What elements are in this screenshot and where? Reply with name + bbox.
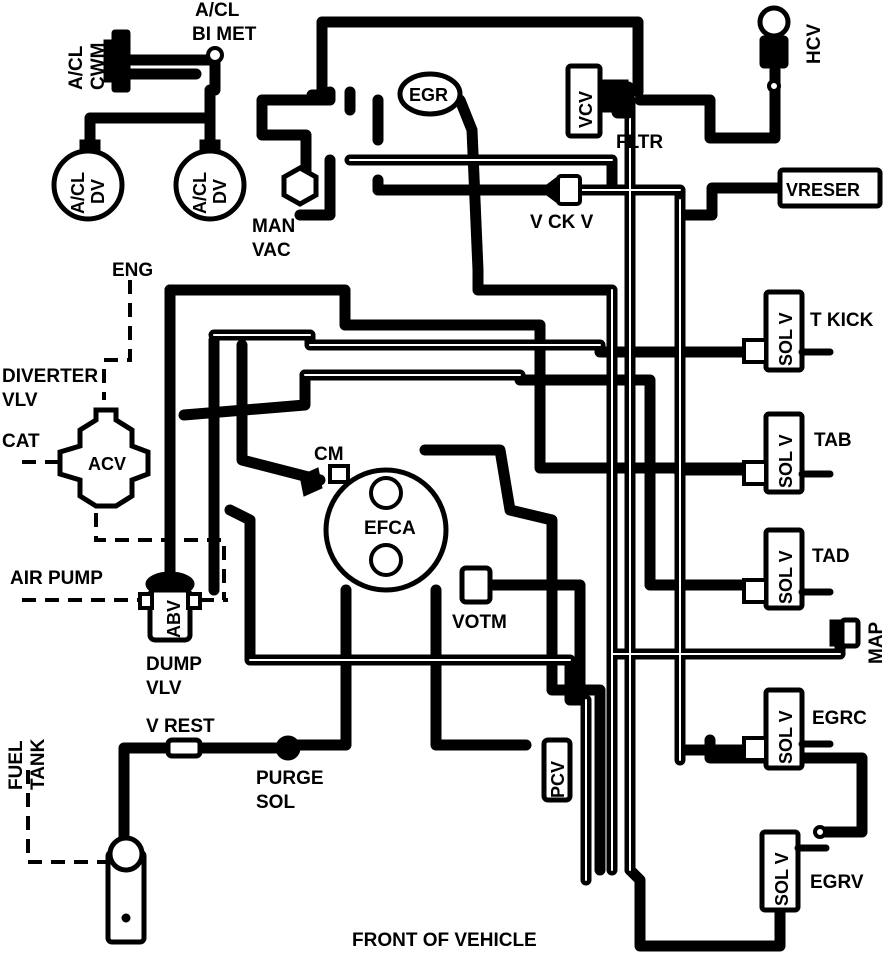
acl-cwm-clamp xyxy=(103,29,131,93)
label-front-of-vehicle: FRONT OF VEHICLE xyxy=(352,930,537,951)
label-fltr: FLTR xyxy=(616,132,663,153)
pcv-valve xyxy=(541,737,573,803)
egr-valve xyxy=(397,71,463,117)
label-pcv: PCV xyxy=(548,761,568,798)
label-acl-bimet-2: BI MET xyxy=(192,24,257,45)
label-efca: EFCA xyxy=(364,518,416,539)
label-sol-v-tkick: SOL V xyxy=(776,312,796,366)
label-acl-cwm-1: A/CL xyxy=(66,45,87,90)
label-vcv: VCV xyxy=(576,91,596,128)
acl-dv-left-valve xyxy=(51,139,125,222)
efca-module xyxy=(323,467,449,593)
acl-bimet-junction xyxy=(206,46,224,64)
label-diverter-vlv-2: VLV xyxy=(2,390,38,411)
sol-v-egrc xyxy=(742,687,834,771)
votm-valve xyxy=(459,565,493,605)
abv-valve xyxy=(138,571,202,643)
label-air-pump: AIR PUMP xyxy=(10,568,103,589)
label-acl-dv-right-2: DV xyxy=(210,179,230,204)
hcv-valve xyxy=(757,5,791,93)
label-hcv: HCV xyxy=(804,24,825,64)
label-cat: CAT xyxy=(2,431,40,452)
label-egrc: EGRC xyxy=(812,708,867,729)
acv-valve xyxy=(57,407,151,509)
label-fuel-tank-1: FUEL xyxy=(6,740,27,790)
v-ck-v-check-valve xyxy=(539,174,582,206)
map-sensor xyxy=(829,617,861,649)
label-abv: ABV xyxy=(164,600,184,638)
label-map: MAP xyxy=(866,621,887,664)
label-acl-dv-left-1: A/CL xyxy=(68,172,88,214)
label-man-vac-1: MAN xyxy=(252,216,295,237)
label-t-kick: T KICK xyxy=(810,310,874,331)
label-egrv: EGRV xyxy=(810,872,864,893)
label-sol-v-egrc: SOL V xyxy=(776,710,796,764)
label-eng: ENG xyxy=(112,260,153,281)
label-acl-dv-left-2: DV xyxy=(88,179,108,204)
label-acv: ACV xyxy=(88,454,126,474)
dashed-lines xyxy=(22,280,228,864)
label-tad: TAD xyxy=(812,546,850,567)
label-man-vac-2: VAC xyxy=(252,240,291,261)
label-dump-vlv-1: DUMP xyxy=(146,654,202,675)
label-dump-vlv-2: VLV xyxy=(146,678,182,699)
label-egr: EGR xyxy=(409,85,448,105)
sol-v-egrv xyxy=(759,825,830,913)
label-fuel-tank-2: TANK xyxy=(28,738,49,790)
label-sol-v-tad: SOL V xyxy=(776,550,796,604)
label-acl-dv-right-1: A/CL xyxy=(190,172,210,214)
label-acl-cwm-2: CWM xyxy=(88,43,109,90)
purge-sol xyxy=(275,735,301,761)
label-vreser: VRESER xyxy=(786,180,860,200)
label-diverter-vlv-1: DIVERTER xyxy=(2,366,98,387)
label-votm: VOTM xyxy=(452,612,507,633)
man-vac-fitting xyxy=(281,165,319,207)
acl-dv-right-valve xyxy=(173,139,247,222)
v-rest-restrictor xyxy=(165,737,203,759)
fltr-filter xyxy=(611,81,635,119)
label-v-ck-v: V CK V xyxy=(530,212,594,233)
vreser-reservoir xyxy=(777,167,883,209)
label-acl-bimet-1: A/CL xyxy=(195,0,240,21)
label-purge-sol-2: SOL xyxy=(256,792,295,813)
cm-fitting xyxy=(299,464,350,497)
sol-v-tab xyxy=(742,411,834,495)
label-purge-sol-1: PURGE xyxy=(256,768,324,789)
fuel-tank-canister xyxy=(105,835,147,945)
sol-v-tad xyxy=(742,527,834,611)
label-sol-v-tab: SOL V xyxy=(776,434,796,488)
hose-highlights xyxy=(213,99,841,881)
label-sol-v-egrv: SOL V xyxy=(772,852,792,906)
sol-v-tkick xyxy=(742,289,834,373)
label-v-rest: V REST xyxy=(146,716,215,737)
label-tab: TAB xyxy=(814,430,852,451)
label-cm: CM xyxy=(314,444,344,465)
